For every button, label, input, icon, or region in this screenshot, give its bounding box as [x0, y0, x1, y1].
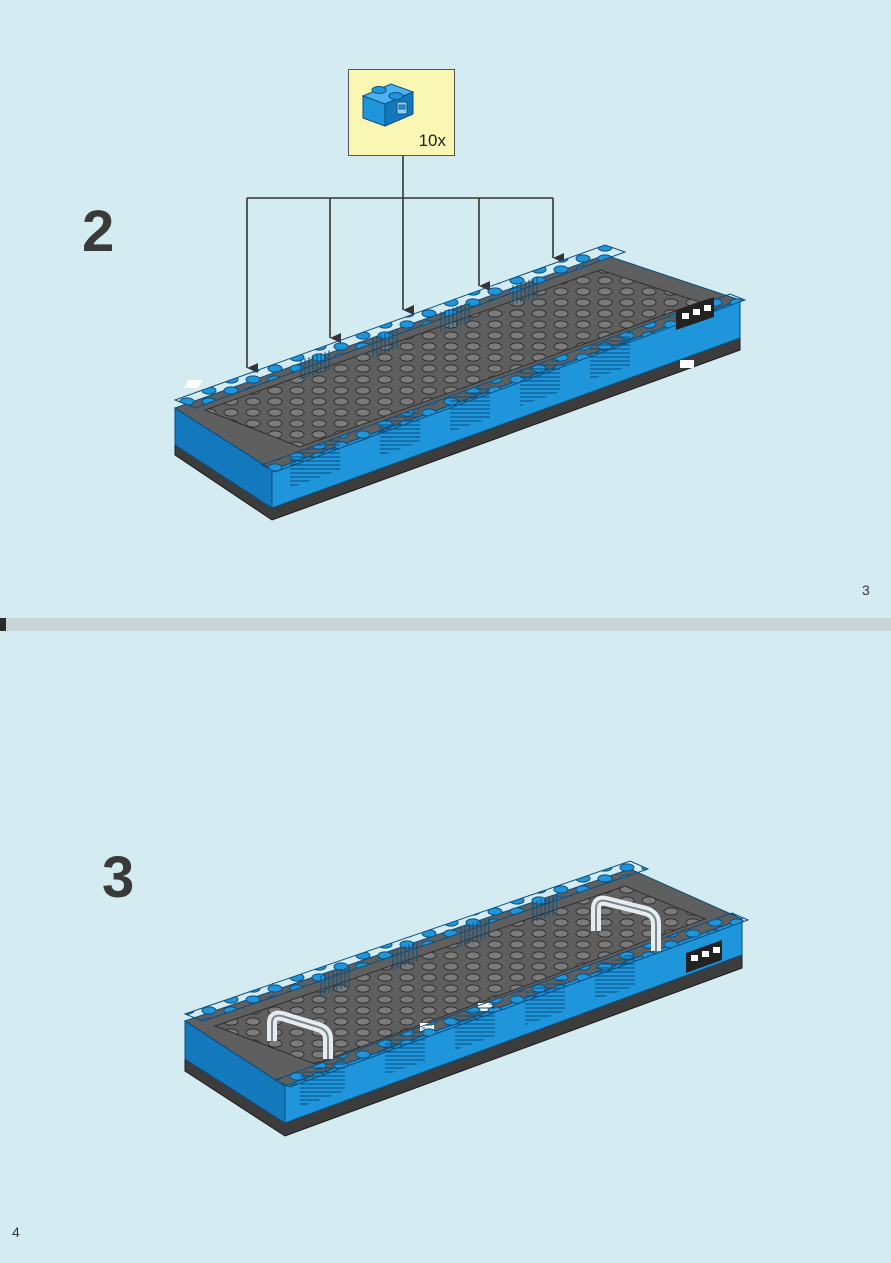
part-quantity: 10x	[418, 131, 446, 150]
handrail-bars	[267, 895, 661, 1059]
step-3-assembly-illustration	[183, 860, 750, 1137]
binding-mark	[0, 618, 6, 631]
step-number: 3	[102, 845, 135, 910]
parts-callout: 10x	[348, 69, 455, 156]
blue-brick-1x2-with-clip-icon	[361, 83, 415, 127]
train-base-model	[183, 860, 750, 1137]
page-divider	[0, 618, 891, 631]
page-number: 4	[12, 1224, 20, 1240]
step-2-assembly-illustration	[173, 156, 747, 521]
assembly-arrows	[246, 156, 564, 373]
page-number: 3	[862, 582, 870, 598]
instruction-page-bottom: 3	[0, 631, 891, 1263]
step-number: 2	[82, 199, 115, 264]
train-base-model	[173, 244, 747, 521]
instruction-page-top: 2 10x	[0, 0, 891, 618]
